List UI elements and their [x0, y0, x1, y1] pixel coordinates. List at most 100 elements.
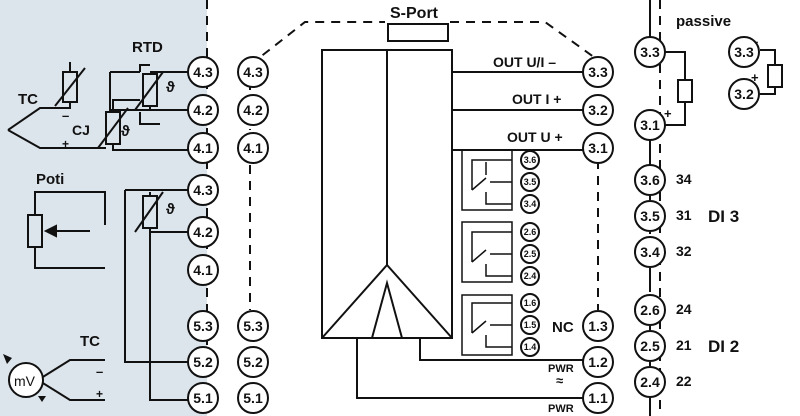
unit-terminal[interactable]: 5.1 [237, 382, 269, 414]
input-terminal-ring[interactable] [187, 254, 219, 286]
passive-terminal[interactable]: 3.3 [634, 36, 666, 68]
di2-terminal-ring[interactable] [634, 294, 666, 326]
input-terminal-ring[interactable] [187, 56, 219, 88]
power-terminal-ring[interactable] [582, 382, 614, 414]
di3-num-32: 32 [676, 243, 692, 259]
out-i-label: OUT I + [512, 91, 561, 107]
power-terminal[interactable]: 1.2 [582, 346, 614, 378]
output-terminal[interactable]: 3.3 [582, 56, 614, 88]
input-terminal[interactable]: 4.1 [187, 254, 219, 286]
relay-terminal-ring[interactable] [520, 266, 540, 286]
relay-terminal-label: 3.6 [524, 155, 537, 165]
cj-label: CJ [72, 122, 90, 138]
power-terminal-label: 1.2 [588, 354, 608, 370]
input-terminal[interactable]: 5.3 [187, 310, 219, 342]
input-terminal-ring[interactable] [187, 382, 219, 414]
relay-terminal-ring[interactable] [520, 315, 540, 335]
input-terminal-ring[interactable] [187, 346, 219, 378]
unit-terminal-ring[interactable] [237, 56, 269, 88]
input-terminal-label: 4.3 [193, 182, 213, 198]
output-terminal-ring[interactable] [582, 132, 614, 164]
output-terminal-ring[interactable] [582, 94, 614, 126]
unit-terminal-ring[interactable] [237, 132, 269, 164]
passive-terminal-ring[interactable] [728, 78, 760, 110]
relay-terminal[interactable]: 2.6 [520, 222, 540, 242]
di3-terminal[interactable]: 3.6 [634, 164, 666, 196]
di2-terminal[interactable]: 2.5 [634, 330, 666, 362]
di2-terminal-ring[interactable] [634, 330, 666, 362]
input-terminal-label: 4.3 [193, 64, 213, 80]
passive-terminal[interactable]: 3.1 [634, 109, 666, 141]
relay-terminal[interactable]: 3.6 [520, 150, 540, 170]
passive-label: passive [676, 13, 731, 30]
input-terminal-ring[interactable] [187, 216, 219, 248]
passive-terminal-ring[interactable] [728, 36, 760, 68]
output-terminal-ring[interactable] [582, 56, 614, 88]
relay-terminal-label: 1.4 [524, 342, 537, 352]
input-terminal[interactable]: 4.2 [187, 94, 219, 126]
relay-terminal[interactable]: 2.4 [520, 266, 540, 286]
input-terminal-ring[interactable] [187, 94, 219, 126]
di3-num-31: 31 [676, 207, 692, 223]
unit-terminal[interactable]: 4.2 [237, 94, 269, 126]
input-terminal-ring[interactable] [187, 310, 219, 342]
passive-terminal[interactable]: 3.3 [728, 36, 760, 68]
relay-terminal-ring[interactable] [520, 293, 540, 313]
unit-terminal[interactable]: 4.1 [237, 132, 269, 164]
minus-tc-top: – [62, 108, 69, 123]
nc-terminal-ring[interactable] [582, 310, 614, 342]
di3-terminal[interactable]: 3.5 [634, 200, 666, 232]
relay-terminal-ring[interactable] [520, 194, 540, 214]
relay-boxes [461, 149, 513, 356]
unit-terminal[interactable]: 5.2 [237, 346, 269, 378]
mv-arrow-icon-2 [38, 396, 46, 402]
nc-terminal[interactable]: 1.3 [582, 310, 614, 342]
power-terminal-ring[interactable] [582, 346, 614, 378]
relay-terminal-ring[interactable] [520, 172, 540, 192]
input-terminal[interactable]: 5.1 [187, 382, 219, 414]
unit-terminal[interactable]: 4.3 [237, 56, 269, 88]
input-terminal-ring[interactable] [187, 132, 219, 164]
output-terminal[interactable]: 3.1 [582, 132, 614, 164]
unit-terminal-ring[interactable] [237, 346, 269, 378]
relay-terminal-ring[interactable] [520, 337, 540, 357]
di3-terminal-ring[interactable] [634, 164, 666, 196]
unit-terminal-ring[interactable] [237, 382, 269, 414]
output-terminal-label: 3.3 [588, 64, 608, 80]
sport-connector[interactable] [387, 23, 449, 42]
output-terminal-label: 3.1 [588, 140, 608, 156]
relay-terminal[interactable]: 3.4 [520, 194, 540, 214]
passive-terminal[interactable]: 3.2 [728, 78, 760, 110]
relay-terminal[interactable]: 3.5 [520, 172, 540, 192]
input-terminal[interactable]: 4.3 [187, 56, 219, 88]
isolator-module [321, 49, 453, 339]
relay-terminal[interactable]: 1.5 [520, 315, 540, 335]
di3-terminal[interactable]: 3.4 [634, 236, 666, 268]
input-terminal[interactable]: 4.2 [187, 216, 219, 248]
input-terminal[interactable]: 5.2 [187, 346, 219, 378]
output-terminal[interactable]: 3.2 [582, 94, 614, 126]
passive-terminal-ring[interactable] [634, 109, 666, 141]
input-terminal[interactable]: 4.3 [187, 174, 219, 206]
relay-terminal[interactable]: 1.6 [520, 293, 540, 313]
relay-terminal-ring[interactable] [520, 244, 540, 264]
passive-plus: + [751, 70, 759, 85]
unit-terminal-ring[interactable] [237, 94, 269, 126]
input-terminal-ring[interactable] [187, 174, 219, 206]
power-terminal-label: 1.1 [588, 390, 608, 406]
di2-terminal[interactable]: 2.4 [634, 366, 666, 398]
passive-terminal-ring[interactable] [634, 36, 666, 68]
di2-terminal[interactable]: 2.6 [634, 294, 666, 326]
di3-terminal-ring[interactable] [634, 200, 666, 232]
unit-terminal-label: 4.1 [243, 140, 263, 156]
relay-terminal[interactable]: 2.5 [520, 244, 540, 264]
relay-terminal-ring[interactable] [520, 150, 540, 170]
di3-terminal-ring[interactable] [634, 236, 666, 268]
di2-terminal-ring[interactable] [634, 366, 666, 398]
relay-terminal-ring[interactable] [520, 222, 540, 242]
unit-terminal-ring[interactable] [237, 310, 269, 342]
unit-terminal[interactable]: 5.3 [237, 310, 269, 342]
power-terminal[interactable]: 1.1 [582, 382, 614, 414]
input-terminal[interactable]: 4.1 [187, 132, 219, 164]
relay-terminal[interactable]: 1.4 [520, 337, 540, 357]
